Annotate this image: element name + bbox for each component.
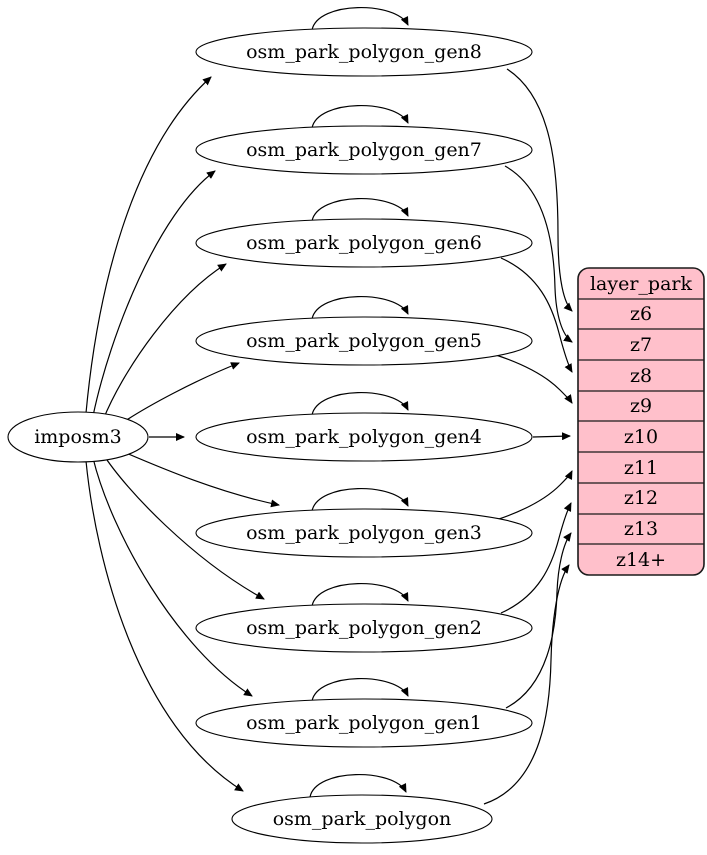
self-loop-osm_park_polygon_gen1 bbox=[311, 678, 409, 702]
node-ellipse bbox=[195, 316, 533, 366]
layer-row-z13: z13 bbox=[624, 518, 658, 540]
node-imposm3: imposm3 bbox=[7, 411, 149, 463]
layer-park-title: layer_park bbox=[590, 273, 693, 295]
layer-row-z11: z11 bbox=[624, 457, 658, 479]
self-loop-osm_park_polygon_gen2 bbox=[311, 583, 409, 607]
edges-from-source bbox=[85, 76, 280, 792]
edge-osm_park_polygon_gen5-to-z9 bbox=[495, 354, 573, 404]
node-osm_park_polygon_gen3: osm_park_polygon_gen3 bbox=[195, 508, 533, 558]
node-label: osm_park_polygon_gen6 bbox=[246, 232, 482, 254]
edge-osm_park_polygon_gen7-to-z7 bbox=[504, 165, 573, 343]
node-ellipse bbox=[195, 218, 533, 268]
self-loop-osm_park_polygon_gen5 bbox=[311, 296, 409, 320]
node-osm_park_polygon: osm_park_polygon bbox=[231, 794, 493, 844]
self-loop-osm_park_polygon_gen7 bbox=[311, 105, 409, 129]
node-label: osm_park_polygon_gen5 bbox=[246, 330, 482, 352]
node-ellipse bbox=[195, 508, 533, 558]
edge-imposm3-to-osm_park_polygon_gen2 bbox=[102, 453, 265, 600]
layer-row-z14: z14+ bbox=[616, 549, 666, 571]
edge-osm_park_polygon_gen8-to-z6 bbox=[506, 68, 573, 312]
node-ellipse bbox=[195, 603, 533, 653]
edges-to-layer-rows bbox=[483, 68, 573, 805]
node-label: osm_park_polygon_gen4 bbox=[246, 426, 482, 448]
edge-imposm3-to-osm_park_polygon_gen8 bbox=[85, 76, 212, 414]
node-osm_park_polygon_gen8: osm_park_polygon_gen8 bbox=[195, 27, 533, 77]
self-loop-osm_park_polygon_gen8 bbox=[311, 7, 409, 31]
edge-imposm3-to-osm_park_polygon_gen7 bbox=[92, 170, 216, 417]
edge-osm_park_polygon_gen4-to-z10 bbox=[532, 432, 571, 441]
node-label: osm_park_polygon bbox=[273, 808, 452, 830]
self-loop-osm_park_polygon_gen6 bbox=[311, 198, 409, 222]
edge-imposm3-to-osm_park_polygon_gen5 bbox=[118, 362, 240, 426]
layer-row-z6: z6 bbox=[630, 303, 652, 325]
node-ellipse bbox=[195, 698, 533, 748]
layer-row-z9: z9 bbox=[630, 395, 652, 417]
node-ellipse bbox=[195, 27, 533, 77]
node-ellipse bbox=[7, 411, 149, 463]
edge-osm_park_polygon-to-z14 bbox=[483, 564, 570, 805]
node-ellipse bbox=[231, 794, 493, 844]
self-loop-osm_park_polygon_gen3 bbox=[311, 488, 409, 512]
node-label: osm_park_polygon_gen3 bbox=[246, 522, 482, 544]
node-label: osm_park_polygon_gen1 bbox=[246, 712, 482, 734]
node-osm_park_polygon_gen4: osm_park_polygon_gen4 bbox=[195, 412, 533, 462]
node-ellipse bbox=[195, 125, 533, 175]
edge-imposm3-to-osm_park_polygon_gen1 bbox=[92, 457, 253, 697]
edge-osm_park_polygon_gen2-to-z12 bbox=[500, 502, 572, 614]
edge-imposm3-to-osm_park_polygon_gen6 bbox=[102, 263, 227, 421]
self-loop-osm_park_polygon_gen4 bbox=[311, 392, 409, 416]
edge-osm_park_polygon_gen3-to-z11 bbox=[495, 470, 573, 521]
layer-row-z7: z7 bbox=[630, 334, 652, 356]
layer-row-z8: z8 bbox=[630, 365, 652, 387]
edge-osm_park_polygon_gen6-to-z8 bbox=[500, 257, 573, 373]
node-label: osm_park_polygon_gen7 bbox=[246, 139, 482, 161]
self-loop-edges bbox=[309, 7, 409, 798]
node-label: osm_park_polygon_gen2 bbox=[246, 617, 482, 639]
layer-park-table: layer_park z6 z7 z8 z9 z10 z11 z12 z13 z… bbox=[577, 267, 705, 576]
edge-imposm3-to-osm_park_polygon bbox=[85, 460, 244, 792]
node-label: imposm3 bbox=[34, 426, 122, 448]
node-osm_park_polygon_gen2: osm_park_polygon_gen2 bbox=[195, 603, 533, 653]
node-osm_park_polygon_gen1: osm_park_polygon_gen1 bbox=[195, 698, 533, 748]
node-osm_park_polygon_gen5: osm_park_polygon_gen5 bbox=[195, 316, 533, 366]
node-osm_park_polygon_gen7: osm_park_polygon_gen7 bbox=[195, 125, 533, 175]
node-osm_park_polygon_gen6: osm_park_polygon_gen6 bbox=[195, 218, 533, 268]
self-loop-osm_park_polygon bbox=[309, 774, 407, 798]
node-label: osm_park_polygon_gen8 bbox=[246, 41, 482, 63]
edge-imposm3-to-osm_park_polygon_gen3 bbox=[118, 449, 280, 508]
node-ellipse bbox=[195, 412, 533, 462]
layer-row-z10: z10 bbox=[624, 426, 658, 448]
layer-row-z12: z12 bbox=[624, 487, 658, 509]
